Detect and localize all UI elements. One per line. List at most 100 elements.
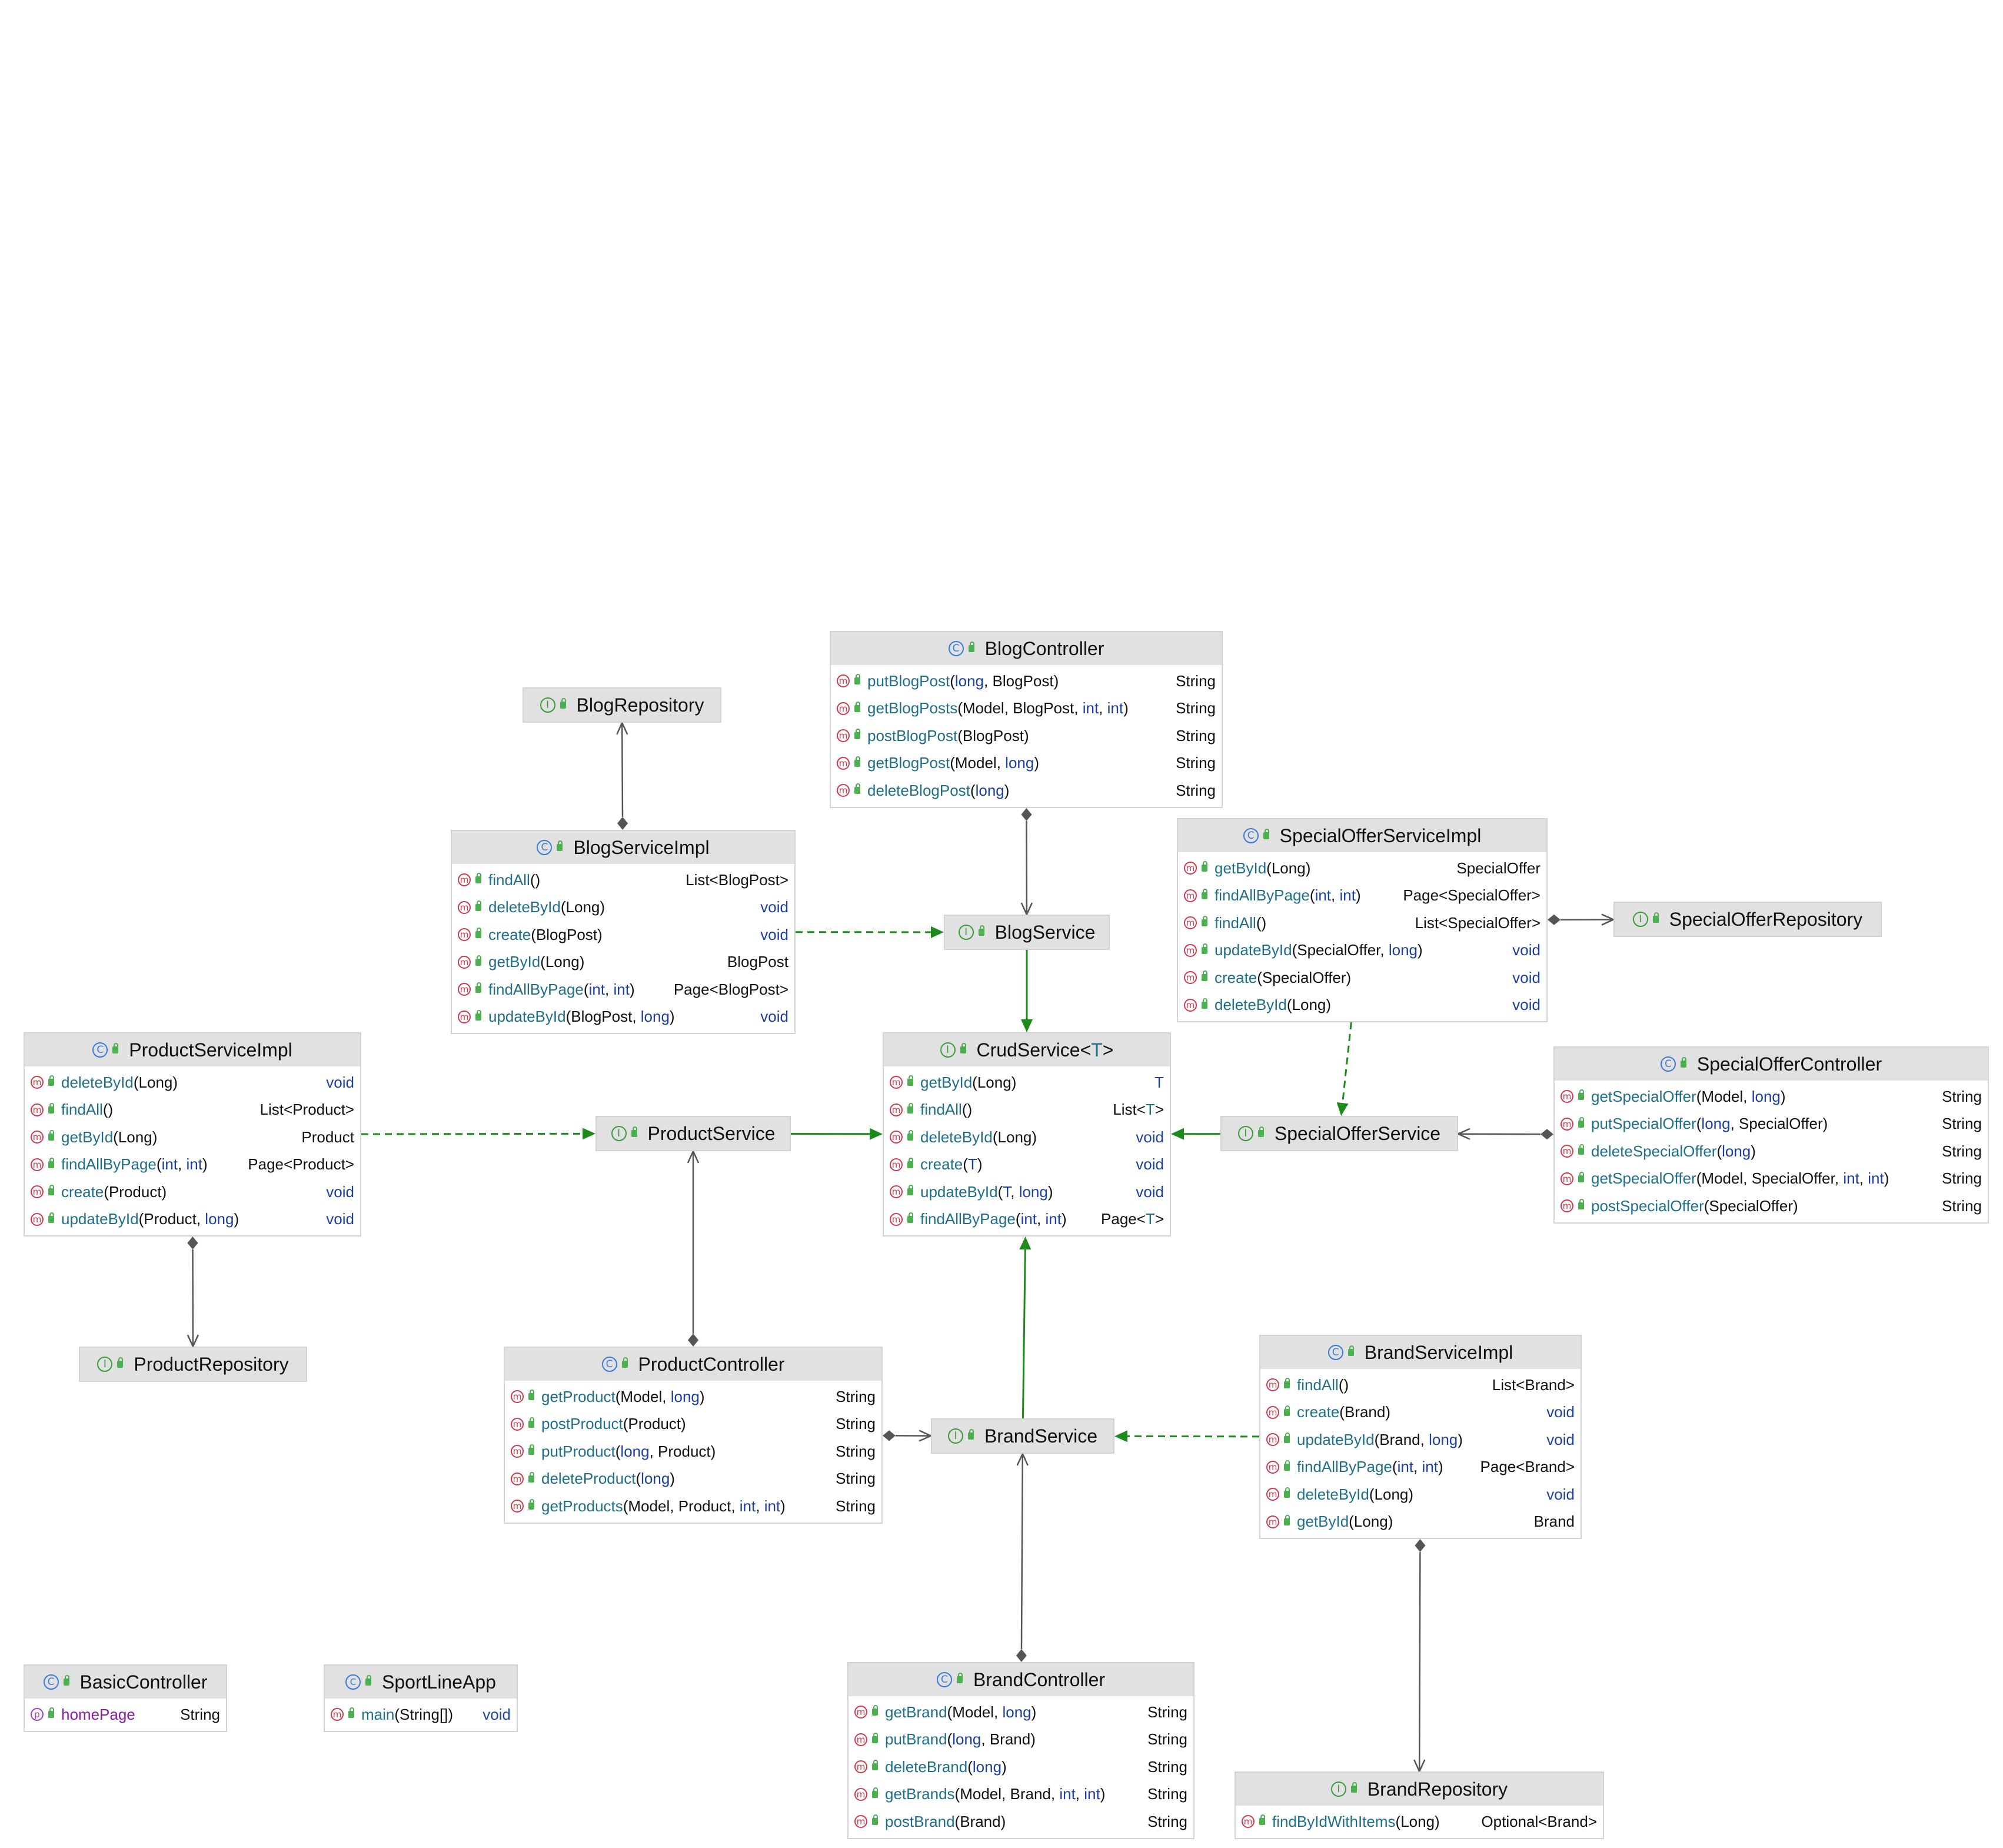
paren-close: ) — [1261, 913, 1267, 932]
paren-close: ) — [1418, 941, 1423, 959]
paren-close: ) — [1343, 1375, 1349, 1394]
method-signature: deleteBlogPost(long) — [867, 782, 1167, 800]
method-icon: m — [331, 1708, 344, 1721]
method-signature: findAllByPage(int, int) — [1215, 886, 1395, 905]
class-title: SpecialOfferController — [1697, 1053, 1882, 1075]
param-sep: , — [1037, 1210, 1046, 1228]
paren-open: ( — [1015, 1210, 1021, 1228]
paren-open: ( — [623, 1415, 628, 1433]
method-signature: postSpecialOffer(SpecialOffer) — [1591, 1197, 1934, 1215]
method-icon: m — [458, 955, 471, 969]
return-type: void — [1538, 1485, 1575, 1504]
method-signature: create(Product) — [61, 1183, 318, 1201]
method-icon: m — [511, 1445, 524, 1458]
param-type: long — [972, 1757, 1002, 1776]
visibility-lock-icon — [872, 1787, 878, 1798]
param-sep: , — [1050, 1785, 1060, 1803]
method-name: findAll — [1215, 913, 1256, 932]
return-type-text: String — [1147, 1785, 1187, 1803]
paren-close: ) — [161, 1182, 167, 1201]
method-signature: deleteById(Long) — [920, 1128, 1127, 1146]
return-type-text: void — [1546, 1485, 1575, 1503]
return-type-text: void — [483, 1705, 511, 1723]
paren-open: ( — [972, 1073, 977, 1091]
application-class-icon: C — [345, 1674, 361, 1690]
